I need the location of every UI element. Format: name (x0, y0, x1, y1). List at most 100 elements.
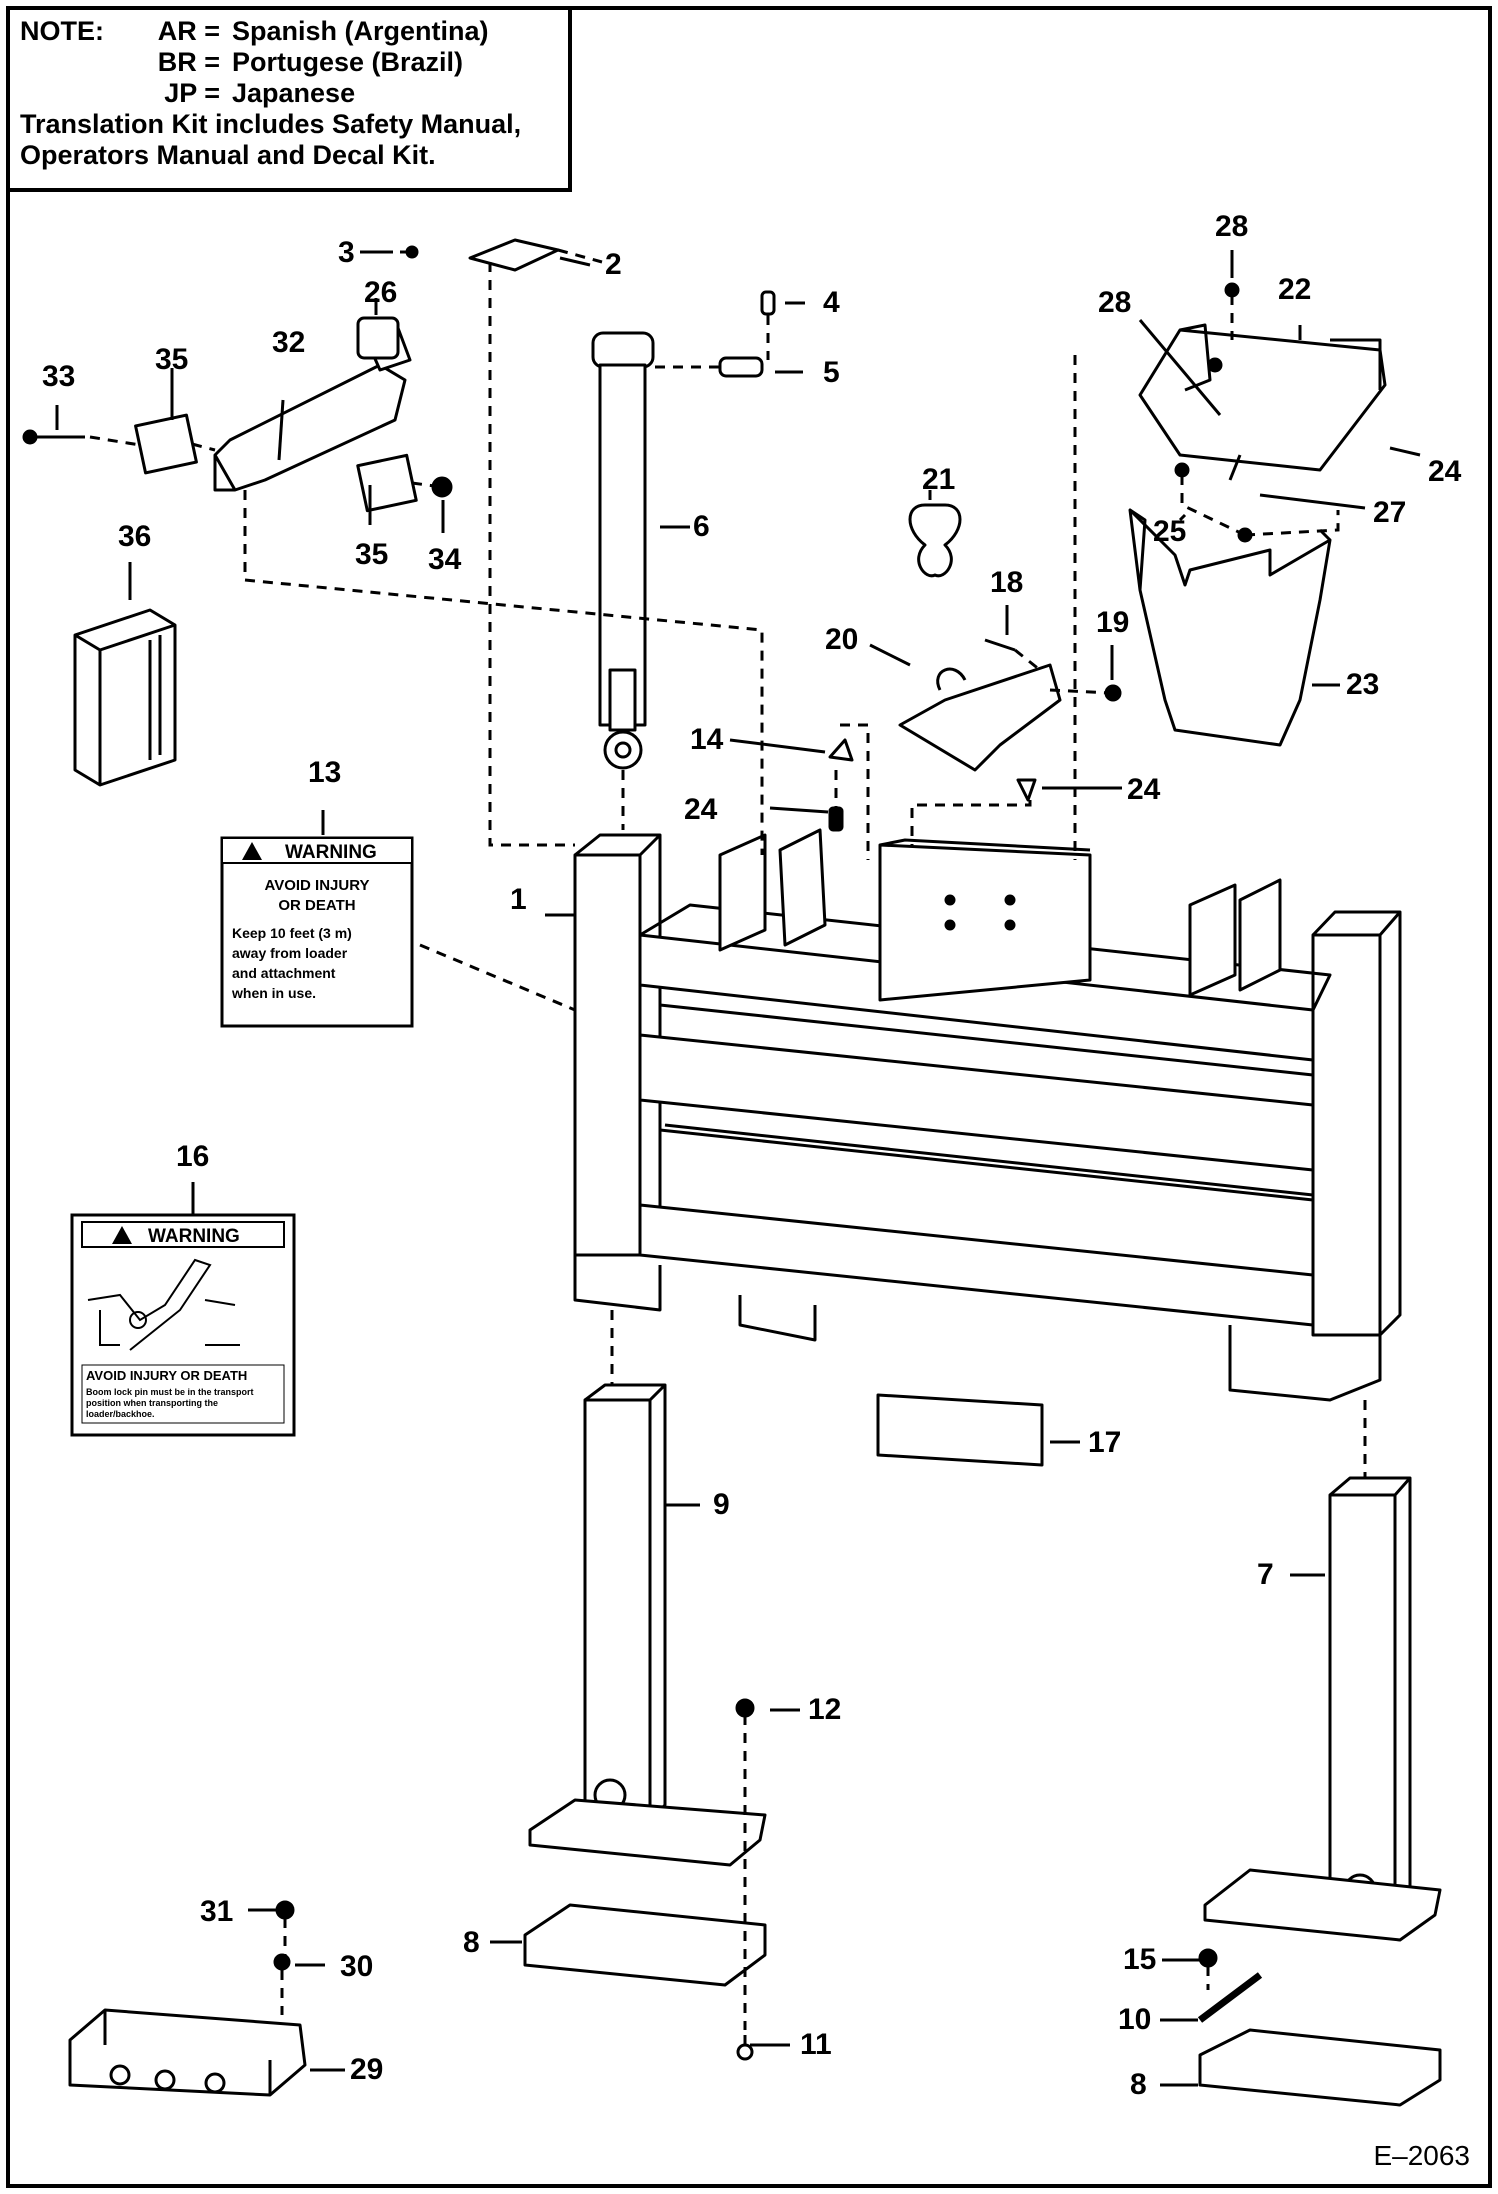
callout-2: 2 (605, 248, 622, 281)
part-8-pad (1198, 2028, 1442, 2107)
callout-28: 28 (1215, 210, 1249, 243)
decal-16-footer-body: loader/backhoe. (86, 1409, 155, 1419)
decal-16-warning: WARNING AVOID INJURY OR DEATH Boom lock … (70, 1213, 296, 1437)
note-code: BR = (157, 47, 220, 77)
callout-16: 16 (176, 1140, 210, 1173)
callout-24: 24 (1127, 773, 1161, 806)
callout-12: 12 (808, 1693, 842, 1726)
callout-19: 19 (1096, 606, 1130, 639)
part-24-bolt (1016, 778, 1037, 802)
part-27-pin (1228, 454, 1242, 481)
note-language: Japanese (232, 78, 356, 108)
note-kit-line: Operators Manual and Decal Kit. (20, 140, 436, 170)
diagram-border (6, 6, 1492, 2188)
callout-8: 8 (463, 1926, 480, 1959)
decal-13-header: WARNING (285, 842, 377, 863)
callout-18: 18 (990, 566, 1024, 599)
note-kit-line: Translation Kit includes Safety Manual, (20, 109, 522, 139)
decal-13-body: when in use. (231, 985, 316, 1001)
part-6-cylinder (591, 331, 655, 770)
part-9-leg (528, 1383, 767, 1867)
part-10-pin (1197, 1972, 1263, 2023)
callout-8: 8 (1130, 2068, 1147, 2101)
callout-33: 33 (42, 360, 76, 393)
callout-28: 28 (1098, 286, 1132, 319)
part-15-nut (1198, 1948, 1218, 1968)
part-2-plate (468, 238, 560, 272)
callout-17: 17 (1088, 1426, 1122, 1459)
callout-15: 15 (1123, 1943, 1157, 1976)
note-label: NOTE: (20, 16, 104, 46)
part-21-lock (908, 503, 962, 578)
note-code: AR = (157, 16, 220, 46)
part-24-bolt (828, 806, 844, 832)
decal-16-footer-body: position when transporting the (86, 1398, 218, 1408)
callout-23: 23 (1346, 668, 1380, 701)
callout-34: 34 (428, 543, 462, 576)
decal-13-body: away from loader (232, 945, 348, 961)
decal-16-footer-body: Boom lock pin must be in the transport (86, 1387, 254, 1397)
callout-27: 27 (1373, 496, 1407, 529)
callout-4: 4 (823, 286, 840, 319)
callout-31: 31 (200, 1895, 234, 1928)
callout-14: 14 (690, 723, 724, 756)
callout-21: 21 (922, 463, 956, 496)
callout-25: 25 (1153, 515, 1187, 548)
callout-1: 1 (510, 883, 527, 916)
part-35-plate (356, 453, 418, 513)
part-23-hood (1128, 508, 1332, 747)
callout-6: 6 (693, 510, 710, 543)
part-14-clip (828, 738, 854, 762)
callout-35: 35 (355, 538, 389, 571)
decal-13-body: and attachment (232, 965, 336, 981)
assembly-lines (89, 248, 1367, 2030)
note-language: Portugese (Brazil) (232, 47, 464, 77)
callout-10: 10 (1118, 2003, 1152, 2036)
decal-16-header: WARNING (148, 1226, 240, 1247)
callout-7: 7 (1257, 1558, 1274, 1591)
callout-30: 30 (340, 1950, 374, 1983)
callout-5: 5 (823, 356, 840, 389)
callout-32: 32 (272, 326, 306, 359)
callout-24: 24 (1428, 455, 1462, 488)
callout-36: 36 (118, 520, 152, 553)
callout-20: 20 (825, 623, 859, 656)
decal-13-line: OR DEATH (278, 897, 355, 914)
part-22-guard (1138, 323, 1387, 472)
part-18-pin (984, 638, 1016, 652)
drawing-number: E–2063 (1373, 2140, 1470, 2171)
part-35-plate (134, 413, 198, 475)
callout-13: 13 (308, 756, 342, 789)
note-language: Spanish (Argentina) (232, 16, 489, 46)
decal-13-line: AVOID INJURY (264, 877, 369, 894)
callout-9: 9 (713, 1488, 730, 1521)
part-8-pad (523, 1903, 767, 1987)
main-frame-part (573, 828, 1402, 1402)
decal-13-body: Keep 10 feet (3 m) (232, 925, 352, 941)
callout-29: 29 (350, 2053, 384, 2086)
part-20-bracket (898, 663, 1062, 772)
part-36-manual-box (73, 608, 177, 787)
part-26-handle (356, 316, 400, 360)
callout-22: 22 (1278, 273, 1312, 306)
callout-35: 35 (155, 343, 189, 376)
callout-11: 11 (800, 2028, 832, 2061)
leader-lines (55, 250, 1421, 2087)
decal-16-illustration (87, 1258, 240, 1351)
part-31-nut (275, 1900, 295, 1920)
part-12-nut (735, 1698, 755, 1718)
part-4-pin (760, 290, 776, 316)
part-17-decal (876, 1393, 1044, 1467)
translation-note: NOTE: AR = Spanish (Argentina) BR = Port… (6, 6, 572, 192)
part-29-block (68, 2008, 307, 2097)
callout-24: 24 (684, 793, 718, 826)
part-7-leg (1203, 1476, 1442, 1942)
part-5-pin (718, 356, 764, 378)
decal-16-footer-title: AVOID INJURY OR DEATH (86, 1368, 247, 1383)
callout-26: 26 (364, 276, 398, 309)
part-30-washer (273, 1953, 291, 1971)
decal-13-warning: WARNING AVOID INJURY OR DEATH Keep 10 fe… (220, 836, 414, 1028)
callout-3: 3 (338, 236, 355, 269)
note-code: JP = (164, 78, 220, 108)
